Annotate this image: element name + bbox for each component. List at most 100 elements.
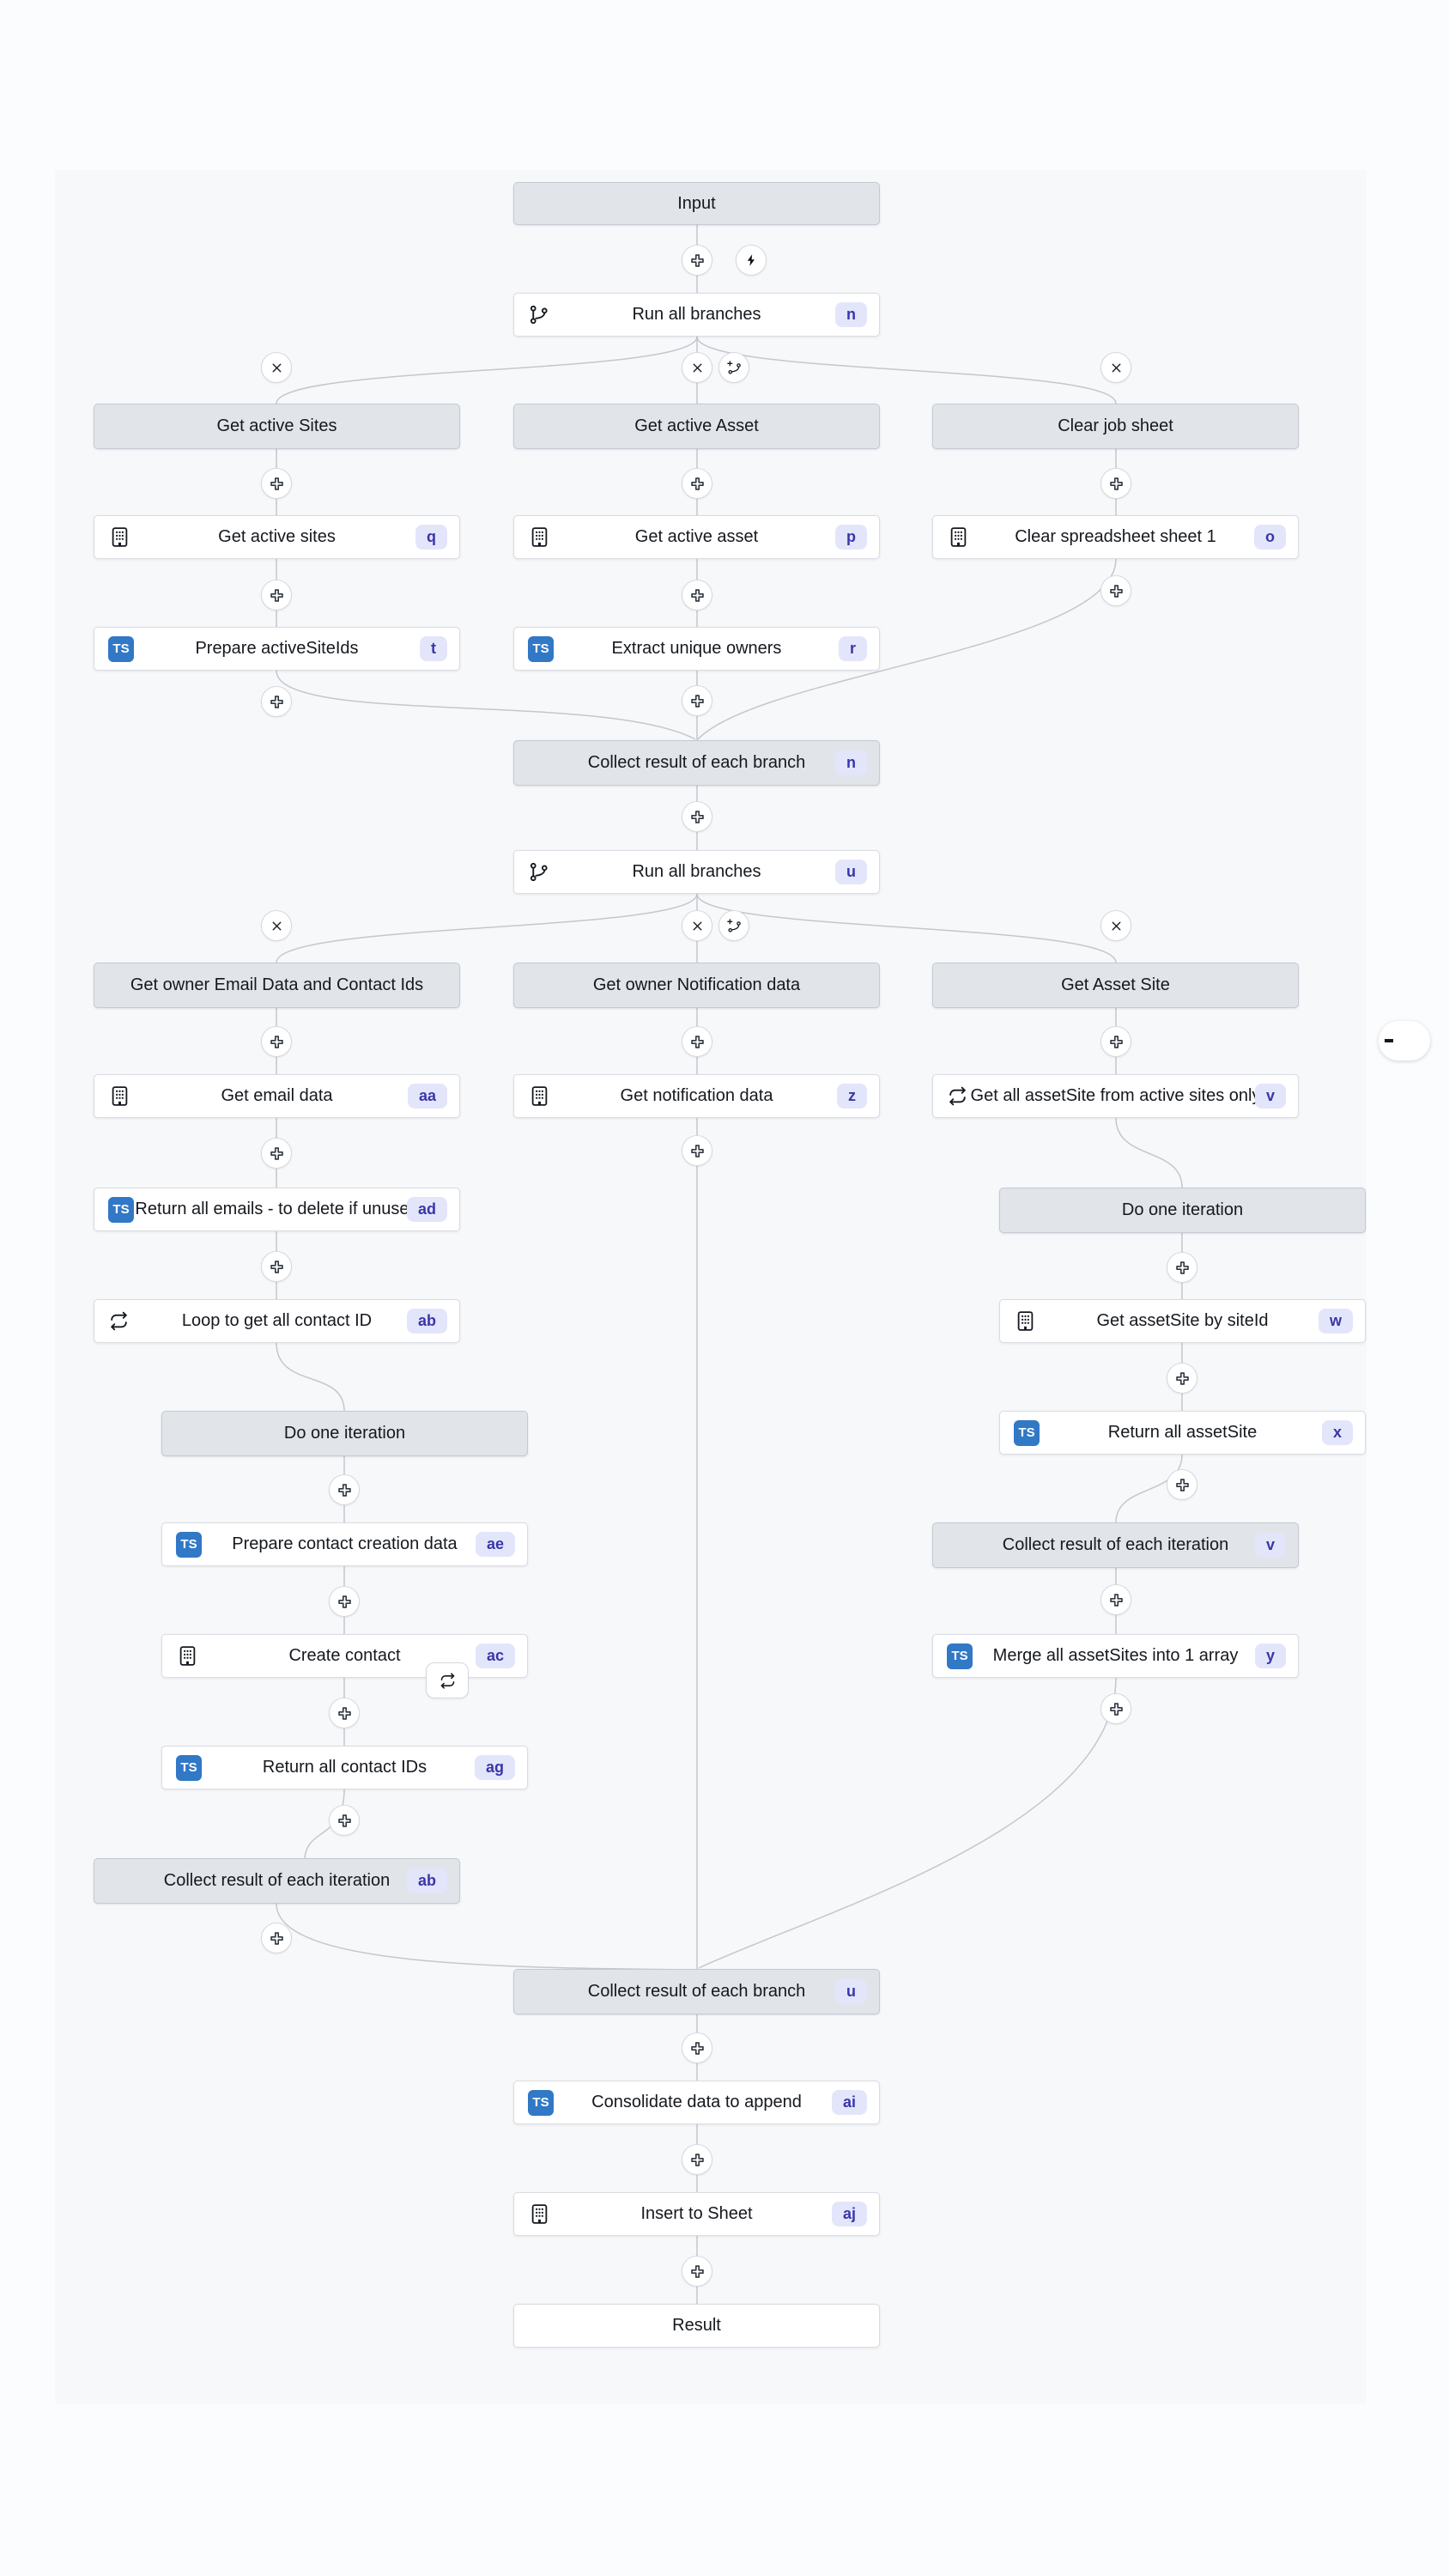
add-step-button[interactable] xyxy=(329,1805,360,1836)
branch-header-get-active-asset[interactable]: Get active Asset xyxy=(513,404,880,449)
plus-icon xyxy=(270,1260,283,1273)
add-step-button[interactable] xyxy=(1100,1584,1131,1615)
step-id-badge: n xyxy=(835,301,867,328)
delete-branch-button[interactable] xyxy=(1100,910,1131,941)
typescript-icon-label: TS xyxy=(1014,1419,1040,1446)
add-step-button[interactable] xyxy=(329,1586,360,1617)
plus-icon xyxy=(337,1483,351,1497)
canvas-edge-toggle-button[interactable] xyxy=(1379,1021,1430,1060)
add-step-button[interactable] xyxy=(261,1026,292,1057)
step-id-badge: t xyxy=(420,635,447,662)
delete-branch-button[interactable] xyxy=(682,910,712,941)
add-step-button[interactable] xyxy=(682,2032,712,2063)
step-id-badge: v xyxy=(1254,1532,1286,1558)
add-step-button[interactable] xyxy=(682,685,712,716)
add-step-button[interactable] xyxy=(261,1923,292,1953)
loop-back-button[interactable] xyxy=(426,1662,469,1698)
branch-header-get-asset-site[interactable]: Get Asset Site xyxy=(932,963,1299,1008)
add-step-button[interactable] xyxy=(682,801,712,832)
loop-icon xyxy=(947,1085,968,1107)
add-step-button[interactable] xyxy=(1167,1469,1197,1500)
close-icon xyxy=(272,921,281,930)
add-step-button[interactable] xyxy=(682,580,712,611)
typescript-icon-label: TS xyxy=(528,2089,554,2116)
add-step-button[interactable] xyxy=(261,468,292,499)
header-do-one-iteration-left[interactable]: Do one iteration xyxy=(161,1411,528,1456)
plus-icon xyxy=(1109,1035,1123,1048)
node-get-all-assetsite[interactable]: Get all assetSite from active sites only… xyxy=(932,1074,1299,1118)
add-step-button[interactable] xyxy=(682,1135,712,1166)
trigger-button[interactable] xyxy=(736,245,767,276)
step-id-badge: u xyxy=(835,859,867,885)
node-input[interactable]: Input xyxy=(513,182,880,225)
add-step-button[interactable] xyxy=(682,468,712,499)
branch-header-get-owner-notification[interactable]: Get owner Notification data xyxy=(513,963,880,1008)
add-step-button[interactable] xyxy=(261,686,292,717)
add-step-button[interactable] xyxy=(1100,468,1131,499)
node-label: Do one iteration xyxy=(283,1424,406,1443)
delete-branch-button[interactable] xyxy=(682,352,712,383)
add-step-button[interactable] xyxy=(261,1138,292,1169)
add-step-button[interactable] xyxy=(1100,575,1131,606)
branch-header-get-active-sites[interactable]: Get active Sites xyxy=(94,404,460,449)
delete-branch-button[interactable] xyxy=(261,910,292,941)
delete-branch-button[interactable] xyxy=(261,352,292,383)
add-step-button[interactable] xyxy=(682,2144,712,2175)
header-do-one-iteration-right[interactable]: Do one iteration xyxy=(999,1188,1366,1233)
branch-header-clear-job-sheet[interactable]: Clear job sheet xyxy=(932,404,1299,449)
add-step-button[interactable] xyxy=(682,1026,712,1057)
workflow-canvas[interactable] xyxy=(55,170,1367,2403)
add-branch-button[interactable] xyxy=(718,910,749,941)
node-label: Collect result of each iteration xyxy=(1002,1535,1229,1554)
add-step-button[interactable] xyxy=(329,1474,360,1505)
building-app-icon xyxy=(176,1644,199,1668)
building-app-icon xyxy=(108,526,131,549)
loop-icon xyxy=(108,1310,130,1332)
node-result[interactable]: Result xyxy=(513,2304,880,2348)
step-id-badge: ab xyxy=(406,1868,447,1894)
add-step-button[interactable] xyxy=(1167,1252,1197,1283)
add-step-button[interactable] xyxy=(682,245,712,276)
branch-header-get-owner-email[interactable]: Get owner Email Data and Contact Ids xyxy=(94,963,460,1008)
add-step-button[interactable] xyxy=(1167,1363,1197,1394)
building-app-icon xyxy=(528,2202,551,2226)
close-icon xyxy=(272,363,281,372)
minus-icon xyxy=(1385,1039,1393,1042)
add-step-button[interactable] xyxy=(682,2256,712,2287)
node-collect-result-iteration-v[interactable]: Collect result of each iteration v xyxy=(932,1522,1299,1568)
step-id-badge: r xyxy=(838,635,867,662)
add-step-button[interactable] xyxy=(261,580,292,611)
add-step-button[interactable] xyxy=(1100,1026,1131,1057)
add-step-button[interactable] xyxy=(1100,1693,1131,1724)
node-label: Clear spreadsheet sheet 1 xyxy=(1015,527,1216,546)
node-label: Return all emails - to delete if unused xyxy=(135,1200,419,1218)
typescript-icon: TS xyxy=(176,1531,202,1558)
delete-branch-button[interactable] xyxy=(1100,352,1131,383)
step-id-badge: ad xyxy=(406,1196,447,1223)
add-step-button[interactable] xyxy=(329,1698,360,1728)
add-branch-button[interactable] xyxy=(718,352,749,383)
add-step-button[interactable] xyxy=(261,1251,292,1282)
